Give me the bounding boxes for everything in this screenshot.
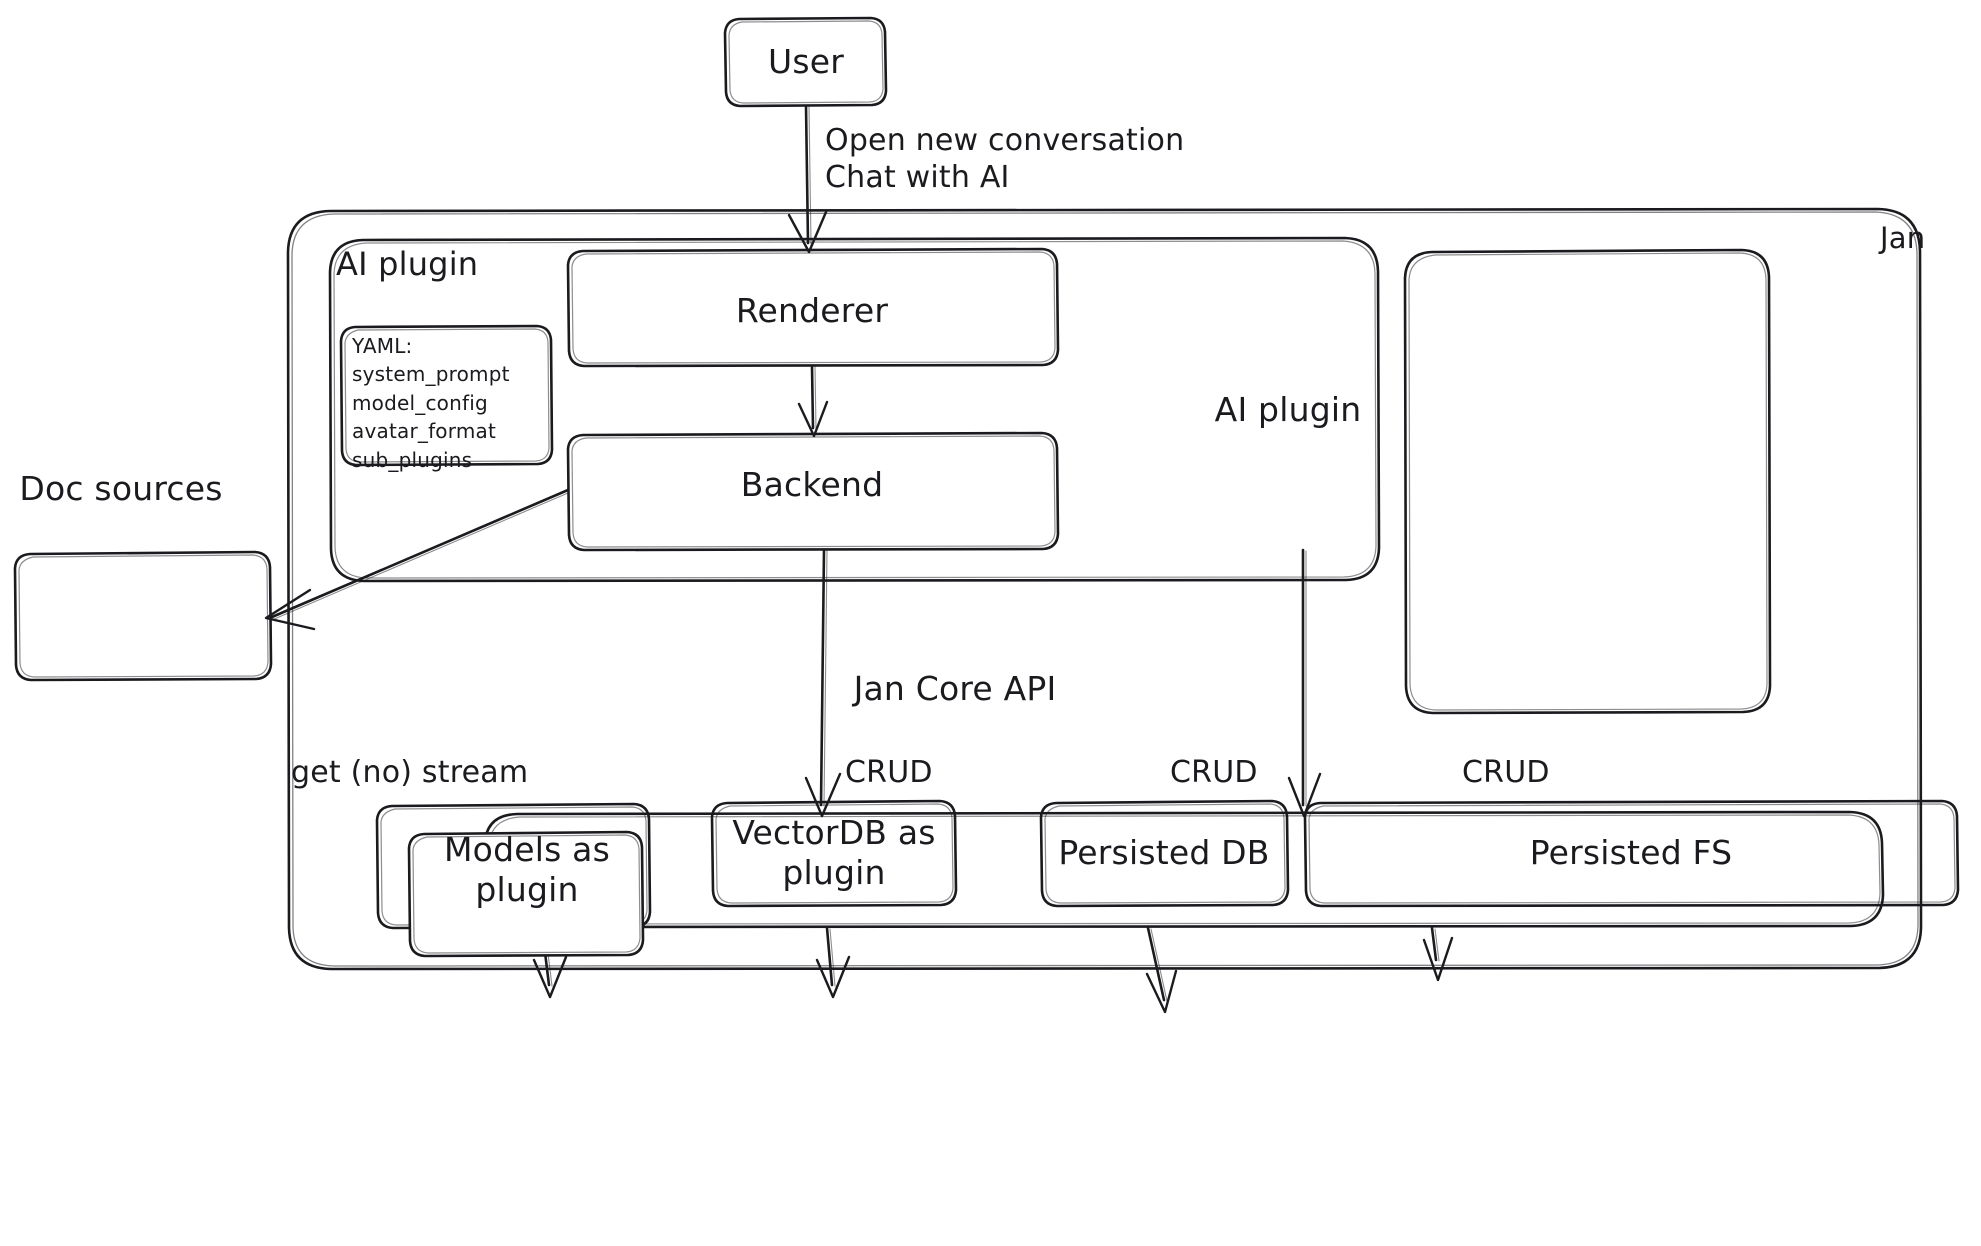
node-persisted-fs-label: Persisted FS: [1529, 832, 1733, 872]
node-backend-outline: [566, 431, 1060, 552]
node-persisted-db-outline: [1039, 799, 1290, 908]
container-ai-plugin-group-label: AI plugin: [336, 245, 479, 283]
node-persisted-db-label: Persisted DB: [1058, 832, 1270, 872]
container-jan-outline: [286, 207, 1923, 971]
edge-renderer-to-backend: [797, 364, 829, 438]
node-vectordb-plugin-label: VectorDB as plugin: [732, 812, 936, 892]
container-ai-plugin-group-outline: [328, 236, 1381, 583]
node-user-label: User: [767, 41, 845, 81]
node-doc-sources-label: Doc sources: [19, 468, 223, 508]
edge-ai-plugin-right-to-jan-core-api: [1287, 548, 1322, 818]
node-renderer-outline: [566, 247, 1060, 368]
edge-label-api-to-persisted-db: CRUD: [1170, 755, 1258, 790]
node-models-plugin-label: Models as plugin: [444, 829, 610, 909]
edge-backend-to-jan-core-api: [804, 548, 842, 818]
edge-jan-core-api-to-persisted-db: [1145, 926, 1178, 1014]
node-yaml-label: YAML: system_prompt model_config avatar_…: [352, 334, 510, 472]
edge-label-api-to-models: get (no) stream: [291, 755, 529, 790]
container-jan-label: Jan: [1880, 221, 1926, 255]
node-ai-plugin-right-outline: [1403, 248, 1772, 715]
node-doc-sources-outline: [13, 550, 273, 682]
node-models-plugin-outline-front: [407, 830, 645, 958]
node-jan-core-api-label: Jan Core API: [853, 668, 1057, 708]
edge-label-api-to-persisted-fs: CRUD: [1462, 755, 1550, 790]
edge-jan-core-api-to-vectordb: [815, 926, 851, 999]
node-yaml-outline: [339, 324, 554, 467]
node-persisted-fs-outline: [1303, 799, 1960, 908]
node-ai-plugin-right-label: AI plugin: [1214, 389, 1362, 429]
edge-jan-core-api-to-persisted-fs: [1422, 926, 1454, 982]
node-vectordb-plugin-outline: [710, 799, 958, 908]
node-backend-label: Backend: [740, 464, 884, 504]
edge-backend-to-doc-sources: [264, 488, 570, 631]
edge-label-user-to-renderer: Open new conversation Chat with AI: [825, 123, 1185, 195]
node-renderer-label: Renderer: [735, 290, 889, 330]
edge-label-api-to-vectordb: CRUD: [845, 755, 933, 790]
edge-user-to-renderer: [787, 104, 828, 254]
node-user-outline: [723, 16, 888, 108]
